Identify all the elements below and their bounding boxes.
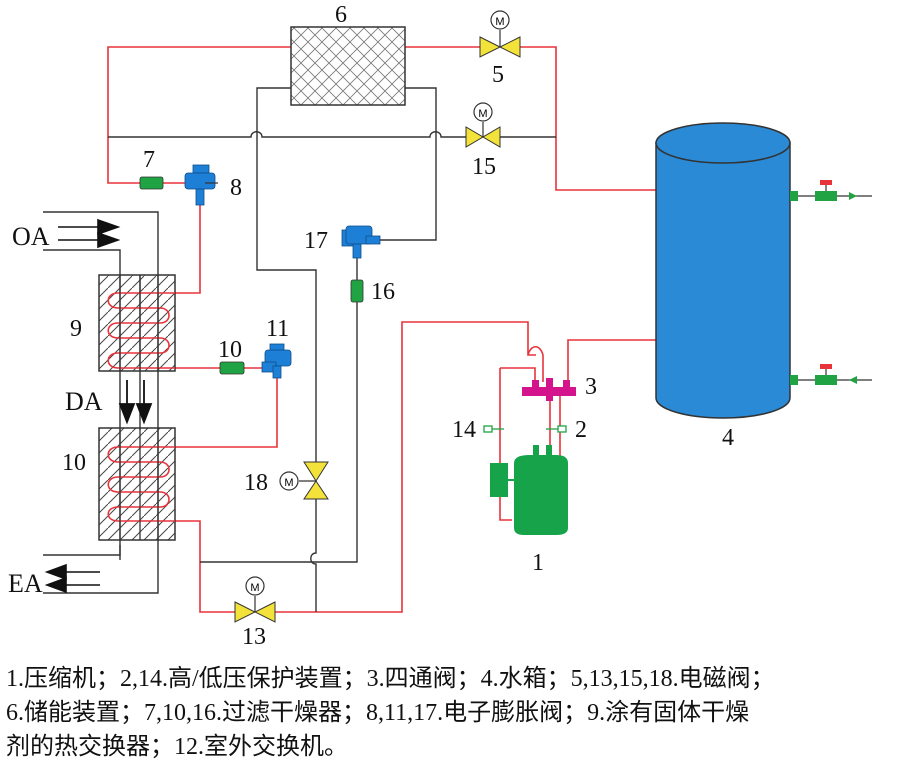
solenoid-valve-15: M [465, 102, 501, 148]
four-way-valve [522, 378, 576, 401]
da-arrows [118, 380, 153, 425]
label-15: 15 [472, 154, 496, 180]
tank-outlet-valve-top [790, 180, 872, 201]
filter-drier-7 [139, 176, 164, 190]
label-4: 4 [722, 425, 734, 451]
heat-exchanger-9 [98, 274, 176, 372]
label-2: 2 [575, 417, 587, 443]
svg-text:M: M [250, 582, 259, 594]
label-16: 16 [371, 279, 395, 305]
svg-text:M: M [478, 108, 487, 120]
label-10-exchanger: 10 [62, 450, 86, 476]
label-13: 13 [242, 624, 266, 650]
system-diagram: M M M M [8, 2, 872, 650]
solenoid-valve-18: M [279, 461, 329, 500]
label-10-filter: 10 [218, 337, 242, 363]
label-17: 17 [304, 228, 328, 254]
svg-text:M: M [495, 16, 504, 28]
label-oa: OA [12, 222, 50, 251]
label-11: 11 [266, 316, 289, 342]
solenoid-valve-5: M [479, 10, 521, 58]
label-6: 6 [335, 2, 347, 28]
label-7: 7 [143, 147, 155, 173]
label-14: 14 [452, 417, 476, 443]
label-18: 18 [244, 470, 268, 496]
label-1: 1 [532, 550, 544, 576]
pressure-switch-2 [546, 425, 567, 433]
expansion-valve-11 [261, 343, 292, 379]
expansion-valve-17 [341, 225, 381, 259]
filter-drier-10 [219, 361, 245, 375]
svg-text:M: M [284, 477, 293, 489]
pressure-switch-14 [483, 425, 504, 433]
caption-line-3: 剂的热交换器；12.室外交换机。 [6, 734, 348, 760]
compressor [490, 445, 568, 535]
energy-storage-device [290, 26, 406, 106]
caption-line-1: 1.压缩机；2,14.高/低压保护装置；3.四通阀；4.水箱；5,13,15,1… [6, 666, 775, 692]
water-tank [655, 122, 791, 419]
label-da: DA [65, 387, 103, 416]
red-piping [107, 46, 656, 613]
caption-line-2: 6.储能装置；7,10,16.过滤干燥器；8,11,17.电子膨胀阀；9.涂有固… [6, 700, 750, 726]
label-9: 9 [70, 316, 82, 342]
tank-inlet-valve-bottom [790, 364, 872, 385]
label-ea: EA [8, 569, 43, 598]
oa-arrows [58, 218, 121, 249]
solenoid-valve-13: M [234, 576, 276, 623]
expansion-valve-8 [184, 164, 218, 206]
label-8: 8 [230, 175, 242, 201]
filter-drier-16 [350, 279, 364, 303]
label-3: 3 [585, 374, 597, 400]
label-5: 5 [492, 62, 504, 88]
ea-arrows [44, 563, 100, 594]
figure-caption: 1.压缩机；2,14.高/低压保护装置；3.四通阀；4.水箱；5,13,15,1… [6, 662, 920, 764]
component-labels: 6 5 15 7 8 17 16 9 11 10 10 18 13 3 14 2… [8, 2, 734, 650]
heat-exchanger-10 [98, 427, 176, 541]
